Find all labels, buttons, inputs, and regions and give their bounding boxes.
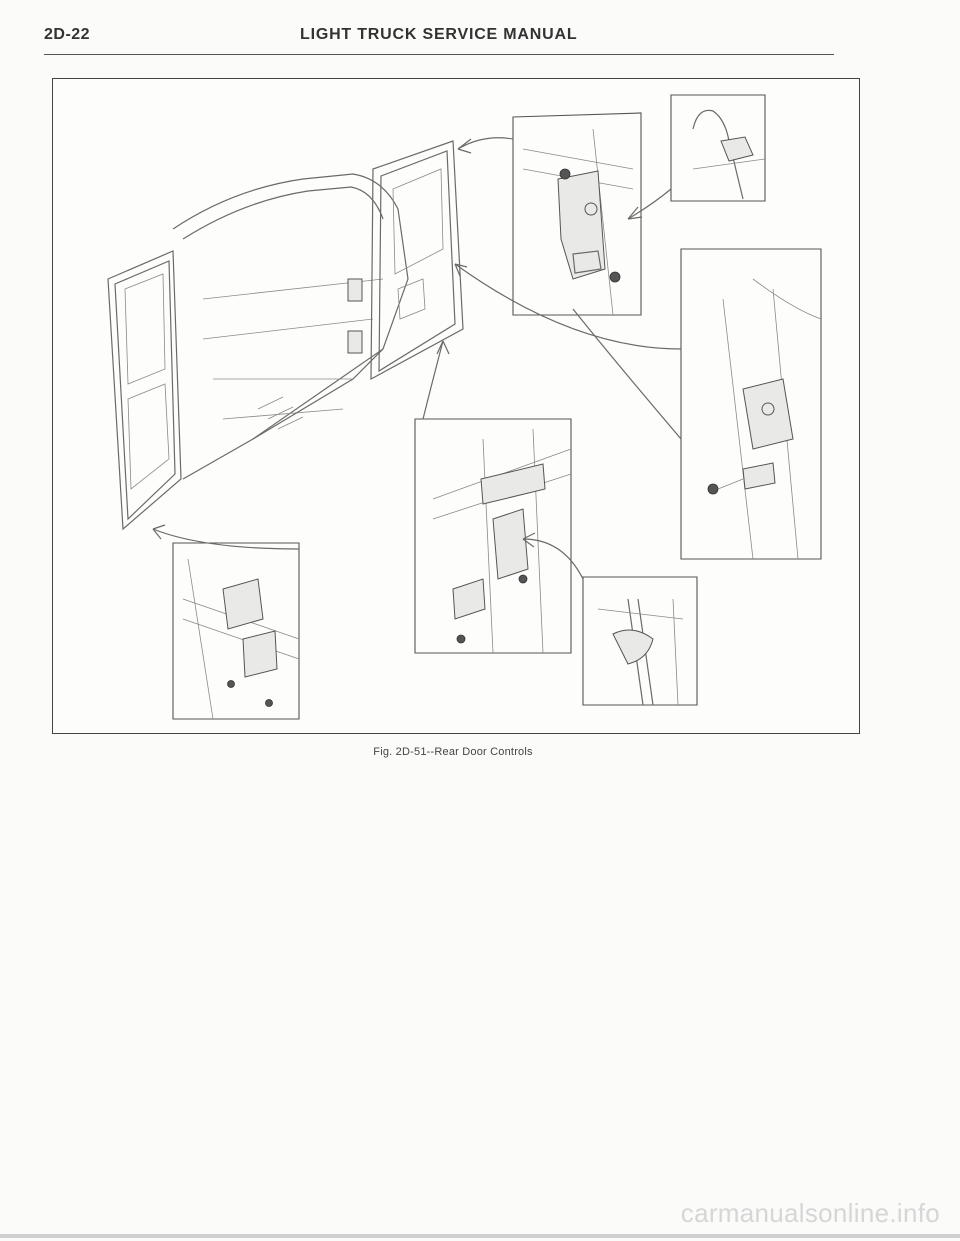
van-body-drawing <box>172 173 409 480</box>
manual-title: LIGHT TRUCK SERVICE MANUAL <box>300 26 578 43</box>
hinge-inset <box>172 542 300 720</box>
figure-caption: Fig. 2D-51--Rear Door Controls <box>373 746 533 758</box>
site-watermark: carmanualsonline.info <box>680 1198 940 1228</box>
rod-guide-inset <box>582 576 698 706</box>
bottom-rule <box>0 1234 960 1238</box>
lower-latch-inset <box>680 248 822 560</box>
page-header: 2D-22 LIGHT TRUCK SERVICE MANUAL <box>44 24 834 55</box>
latch-inset <box>512 112 642 316</box>
page-number: 2D-22 <box>44 26 91 43</box>
striker-inset <box>414 418 572 654</box>
right-door-drawing <box>347 140 464 381</box>
rod-clip-inset <box>670 94 766 202</box>
callout-arrows <box>152 137 682 580</box>
rear-door-controls-figure <box>52 78 860 734</box>
left-door-drawing <box>107 250 182 531</box>
rear-door-illustration <box>107 94 822 720</box>
